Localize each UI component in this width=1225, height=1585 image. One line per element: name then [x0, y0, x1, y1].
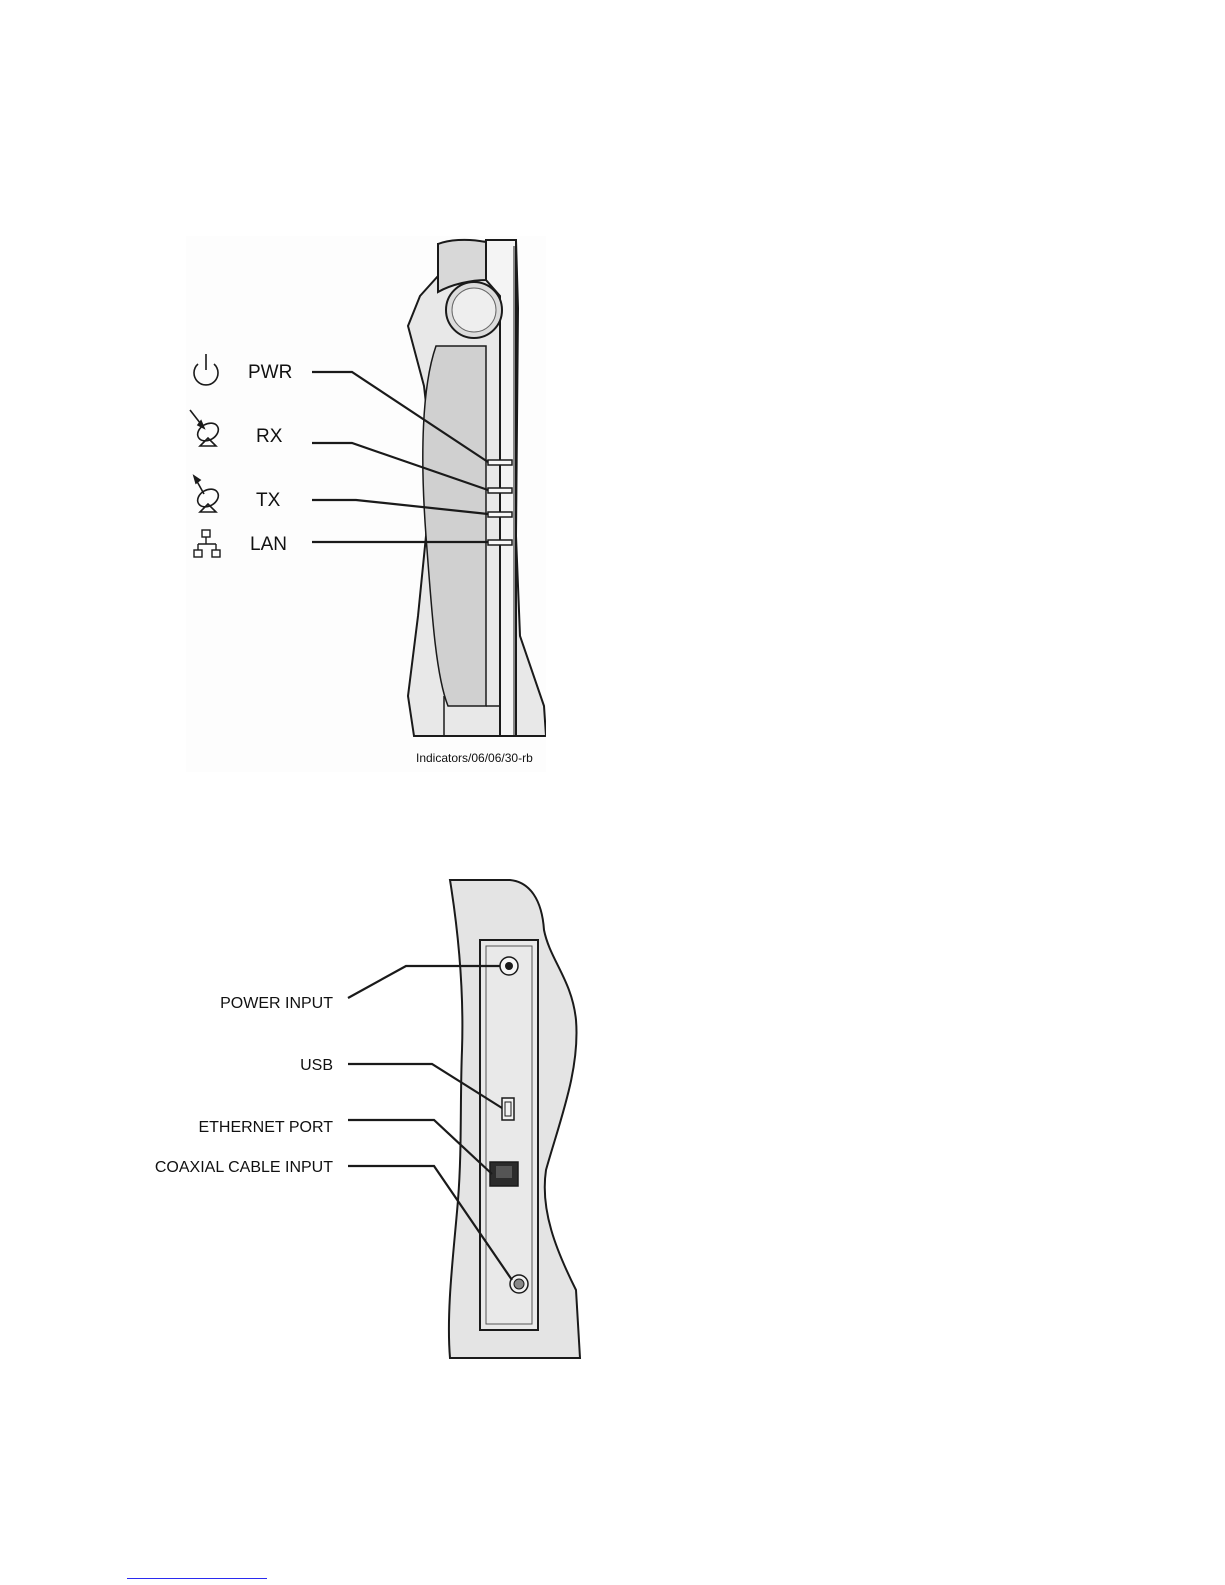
power-input-jack [500, 957, 518, 975]
front-figure-caption: Indicators/06/06/30-rb [416, 751, 533, 765]
indicator-label-tx: TX [256, 490, 281, 511]
indicator-label-rx: RX [256, 426, 283, 447]
led-tx [488, 512, 512, 517]
led-pwr [488, 460, 512, 465]
led-lan [488, 540, 512, 545]
satellite-dish-receive-icon [190, 410, 222, 446]
coaxial-cable-jack [510, 1275, 528, 1293]
led-rx [488, 488, 512, 493]
satellite-dish-transmit-icon [194, 476, 222, 512]
ethernet-port [490, 1162, 518, 1186]
front-knob [446, 282, 502, 338]
footnote-separator-line [127, 1578, 267, 1579]
port-label-ethernet-port: ETHERNET PORT [198, 1119, 333, 1136]
port-label-coaxial-cable-input: COAXIAL CABLE INPUT [155, 1159, 333, 1176]
indicator-label-lan: LAN [250, 534, 287, 555]
usb-port [502, 1098, 514, 1120]
port-label-usb: USB [300, 1057, 333, 1074]
power-icon [194, 354, 218, 385]
port-label-power-input: POWER INPUT [220, 995, 333, 1012]
indicator-label-pwr: PWR [248, 362, 292, 383]
port-panel [480, 940, 538, 1330]
network-icon [194, 530, 220, 557]
front-view-diagram: PWR RX TX LAN Indicators/06/06/30-rb [186, 236, 546, 772]
back-view-diagram: POWER INPUT USB ETHERNET PORT COAXIAL CA… [140, 870, 600, 1380]
